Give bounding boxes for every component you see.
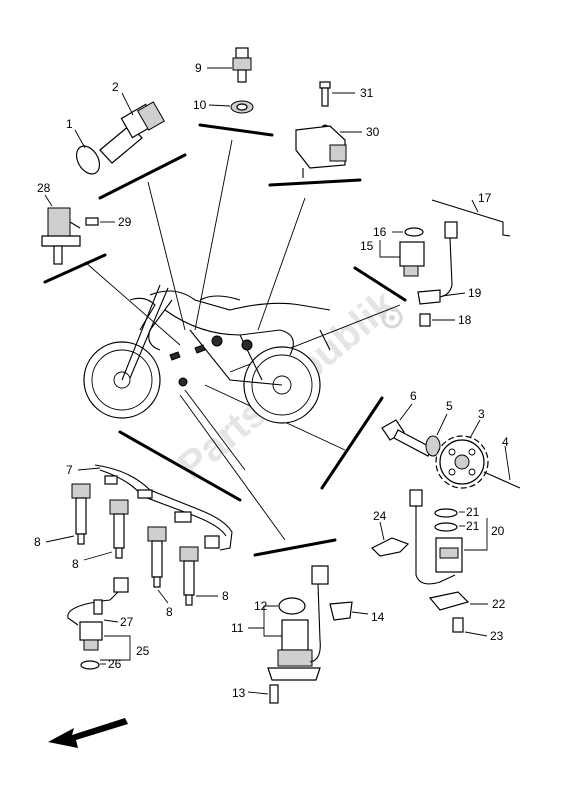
callout-26: 26 bbox=[108, 657, 122, 671]
part-14-clamp bbox=[329, 601, 353, 621]
leader-7 bbox=[77, 467, 101, 471]
callout-8-c: 8 bbox=[166, 605, 173, 619]
part-18-bolt bbox=[419, 313, 431, 327]
leader-3 bbox=[469, 419, 481, 439]
part-6-bolt bbox=[381, 419, 433, 457]
callout-28: 28 bbox=[37, 181, 51, 195]
callout-30: 30 bbox=[366, 125, 380, 139]
callout-16: 16 bbox=[373, 225, 387, 239]
leader-27 bbox=[103, 619, 119, 623]
part-30-sensor bbox=[295, 125, 347, 178]
part-2-sensor bbox=[99, 101, 165, 164]
leader-8b bbox=[83, 551, 113, 561]
part-20-sensor bbox=[409, 489, 463, 585]
part-19-clamp bbox=[417, 289, 441, 305]
callout-18: 18 bbox=[458, 313, 472, 327]
callout-2: 2 bbox=[112, 80, 119, 94]
leader-19 bbox=[441, 292, 466, 297]
callout-4: 4 bbox=[502, 435, 509, 449]
bracket-20 bbox=[464, 518, 488, 551]
callout-14: 14 bbox=[371, 610, 385, 624]
part-3-sprocket bbox=[435, 435, 489, 489]
part-15-sensor bbox=[399, 221, 458, 299]
callout-5: 5 bbox=[446, 399, 453, 413]
callout-8-b: 8 bbox=[72, 557, 79, 571]
part-21-o-ring-upper bbox=[434, 508, 458, 518]
leader-6 bbox=[399, 403, 413, 421]
callout-21-a: 21 bbox=[466, 505, 480, 519]
leader-24 bbox=[379, 521, 385, 541]
part-12-gasket bbox=[278, 597, 306, 615]
front-arrow-icon bbox=[48, 718, 128, 748]
part-5-washer bbox=[425, 435, 441, 457]
part-8-coil-1 bbox=[71, 483, 91, 545]
part-27-bolt bbox=[93, 599, 103, 615]
bracket-15 bbox=[379, 240, 400, 258]
callout-23: 23 bbox=[490, 629, 504, 643]
part-4-shaft bbox=[483, 471, 521, 489]
motorcycle-outline bbox=[83, 284, 331, 424]
callout-15: 15 bbox=[360, 239, 374, 253]
callout-24: 24 bbox=[373, 509, 387, 523]
part-22-plate bbox=[428, 591, 470, 611]
part-31-bolt bbox=[319, 81, 331, 132]
leader-17 bbox=[471, 199, 479, 213]
callout-17: 17 bbox=[478, 191, 492, 205]
leader-11 bbox=[248, 627, 282, 637]
callout-20: 20 bbox=[491, 524, 505, 538]
leader-4 bbox=[504, 445, 511, 481]
callout-19: 19 bbox=[468, 286, 482, 300]
callout-7: 7 bbox=[66, 463, 73, 477]
part-28-sensor bbox=[41, 207, 81, 265]
bracket-25 bbox=[100, 635, 131, 661]
part-23-bolt bbox=[452, 617, 464, 633]
leader-28 bbox=[44, 194, 53, 207]
section-separators bbox=[43, 123, 407, 557]
part-17-bracket bbox=[431, 199, 511, 237]
callout-3: 3 bbox=[478, 407, 485, 421]
leader-5 bbox=[436, 413, 448, 436]
part-11-pump bbox=[267, 565, 329, 681]
part-8-coil-4 bbox=[179, 546, 199, 606]
part-7-harness bbox=[94, 464, 233, 551]
callout-11: 11 bbox=[231, 621, 244, 635]
leader-14 bbox=[351, 611, 369, 615]
callout-9: 9 bbox=[195, 61, 202, 75]
part-21-o-ring-lower bbox=[434, 522, 458, 532]
callout-29: 29 bbox=[118, 215, 132, 229]
callout-8-a: 8 bbox=[34, 535, 41, 549]
leader-8a bbox=[45, 535, 75, 543]
leader-23 bbox=[464, 631, 488, 637]
gear-icon bbox=[381, 307, 403, 329]
leader-2 bbox=[121, 92, 134, 116]
callout-6: 6 bbox=[410, 389, 417, 403]
callout-13: 13 bbox=[232, 686, 246, 700]
callout-25: 25 bbox=[136, 644, 150, 658]
callout-21-b: 21 bbox=[466, 519, 480, 533]
leader-1 bbox=[74, 129, 86, 149]
part-29-screw bbox=[85, 217, 99, 226]
part-8-coil-2 bbox=[109, 499, 129, 559]
part-9-switch bbox=[232, 47, 252, 83]
part-8-coil-3 bbox=[147, 526, 167, 588]
part-13-bolt bbox=[269, 684, 279, 704]
leader-10 bbox=[208, 104, 231, 107]
callout-10: 10 bbox=[193, 98, 207, 112]
callout-1: 1 bbox=[66, 117, 73, 131]
leader-13 bbox=[247, 691, 269, 695]
callout-12: 12 bbox=[254, 599, 268, 613]
part-26-o-ring bbox=[80, 660, 100, 670]
callout-27: 27 bbox=[120, 615, 134, 629]
callout-31: 31 bbox=[360, 86, 374, 100]
callout-8-d: 8 bbox=[222, 589, 229, 603]
part-25-sensor bbox=[67, 577, 129, 651]
part-16-o-ring bbox=[404, 227, 424, 237]
callout-22: 22 bbox=[492, 597, 506, 611]
leader-8c bbox=[157, 589, 169, 604]
part-1-o-ring bbox=[75, 145, 101, 175]
part-24-clamp bbox=[370, 537, 410, 557]
